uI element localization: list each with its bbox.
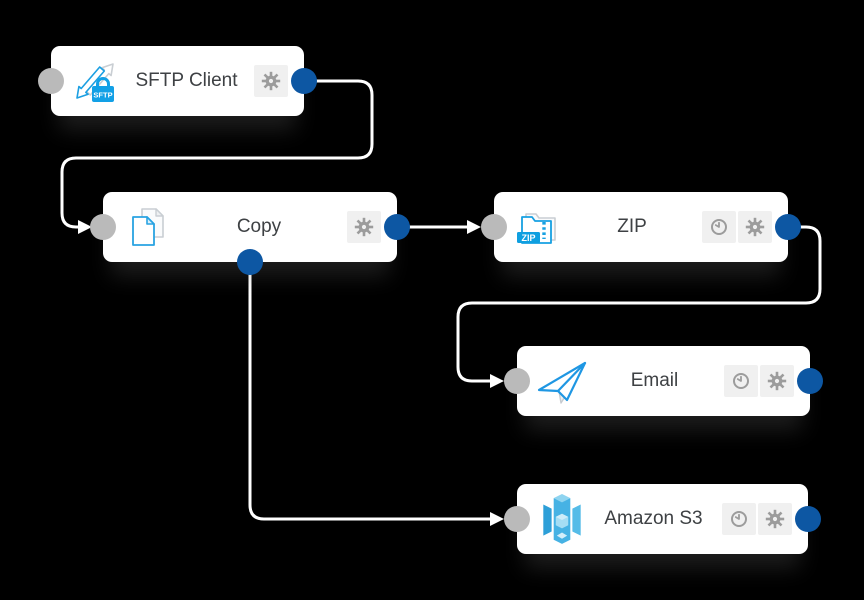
settings-button[interactable] [254,65,288,97]
email-output-port[interactable] [797,368,823,394]
sftp-lock-arrows-icon: SFTP [67,57,125,105]
node-copy[interactable]: Copy [90,192,410,275]
svg-text:ZIP: ZIP [521,233,535,243]
zip-input-port[interactable] [481,214,507,240]
zip-output-port[interactable] [775,214,801,240]
connector-copy-to-s3 [248,262,491,521]
node-label: Amazon S3 [604,508,703,529]
svg-text:SFTP: SFTP [93,91,112,100]
settings-button[interactable] [760,365,794,397]
zip-folder-icon: ZIP [510,206,568,248]
node-label: Copy [236,216,282,237]
connector-sftp-to-copy [60,79,374,229]
arrowhead-into-zip [467,220,481,234]
gear-icon [354,217,374,237]
clock-icon [711,219,727,235]
node-label: Email [630,370,679,391]
arrowhead-into-s3 [490,512,504,526]
settings-button[interactable] [738,211,772,243]
node-zip[interactable]: ZIP ZIP [481,192,801,262]
copy-input-port[interactable] [90,214,116,240]
gear-icon [261,71,281,91]
schedule-button[interactable] [722,503,756,535]
sftp-output-port[interactable] [291,68,317,94]
node-sftp-client[interactable]: SFTP SFTP Client [38,46,317,116]
paper-plane-icon [533,356,591,406]
s3-input-port[interactable] [504,506,530,532]
gear-icon [765,509,785,529]
gear-icon [767,371,787,391]
clock-icon [733,373,749,389]
arrowhead-into-email [490,374,504,388]
node-label: SFTP Client [135,70,238,91]
node-label: ZIP [617,216,647,237]
s3-output-port[interactable] [795,506,821,532]
settings-button[interactable] [347,211,381,243]
gear-icon [745,217,765,237]
sftp-input-port[interactable] [38,68,64,94]
copy-output-port[interactable] [384,214,410,240]
node-amazon-s3[interactable]: Amazon S3 [504,484,821,554]
email-input-port[interactable] [504,368,530,394]
clock-icon [731,511,747,527]
connector-zip-to-email [456,225,822,383]
s3-bucket-icon [533,492,591,546]
node-email[interactable]: Email [504,346,823,416]
schedule-button[interactable] [724,365,758,397]
copy-bottom-output-port[interactable] [237,249,263,275]
settings-button[interactable] [758,503,792,535]
arrowhead-into-copy [78,220,92,234]
copy-documents-icon [119,205,177,249]
schedule-button[interactable] [702,211,736,243]
